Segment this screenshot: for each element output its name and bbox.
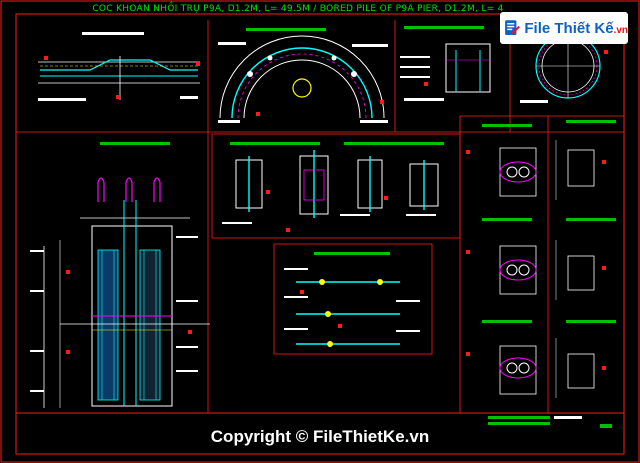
- copyright-text: Copyright © FileThietKe.vn: [210, 427, 430, 446]
- detail-a-section: [38, 32, 200, 101]
- logo-icon: [505, 20, 520, 36]
- pile-circle-section: [520, 33, 608, 103]
- title-block: [16, 412, 624, 428]
- drawing-frame: [15, 13, 625, 455]
- pile-elevation: [30, 142, 210, 408]
- logo-text-main: File Thiết Kế: [524, 19, 614, 37]
- logo-text-domain: .vn: [613, 24, 628, 36]
- connector-details: [222, 142, 444, 232]
- arch-section: [218, 28, 388, 123]
- panel-borders: [16, 20, 624, 413]
- drawing-title: COC KHOAN NHỒI TRỤ P9A, D1.2M, L= 49.5M …: [92, 4, 504, 14]
- tube-arrangement: [400, 26, 491, 101]
- site-logo[interactable]: File Thiết Kế.vn: [500, 12, 628, 44]
- splice-detail: [284, 252, 420, 347]
- connector-types: [466, 120, 616, 398]
- logo-text: File Thiết Kế.vn: [524, 20, 628, 37]
